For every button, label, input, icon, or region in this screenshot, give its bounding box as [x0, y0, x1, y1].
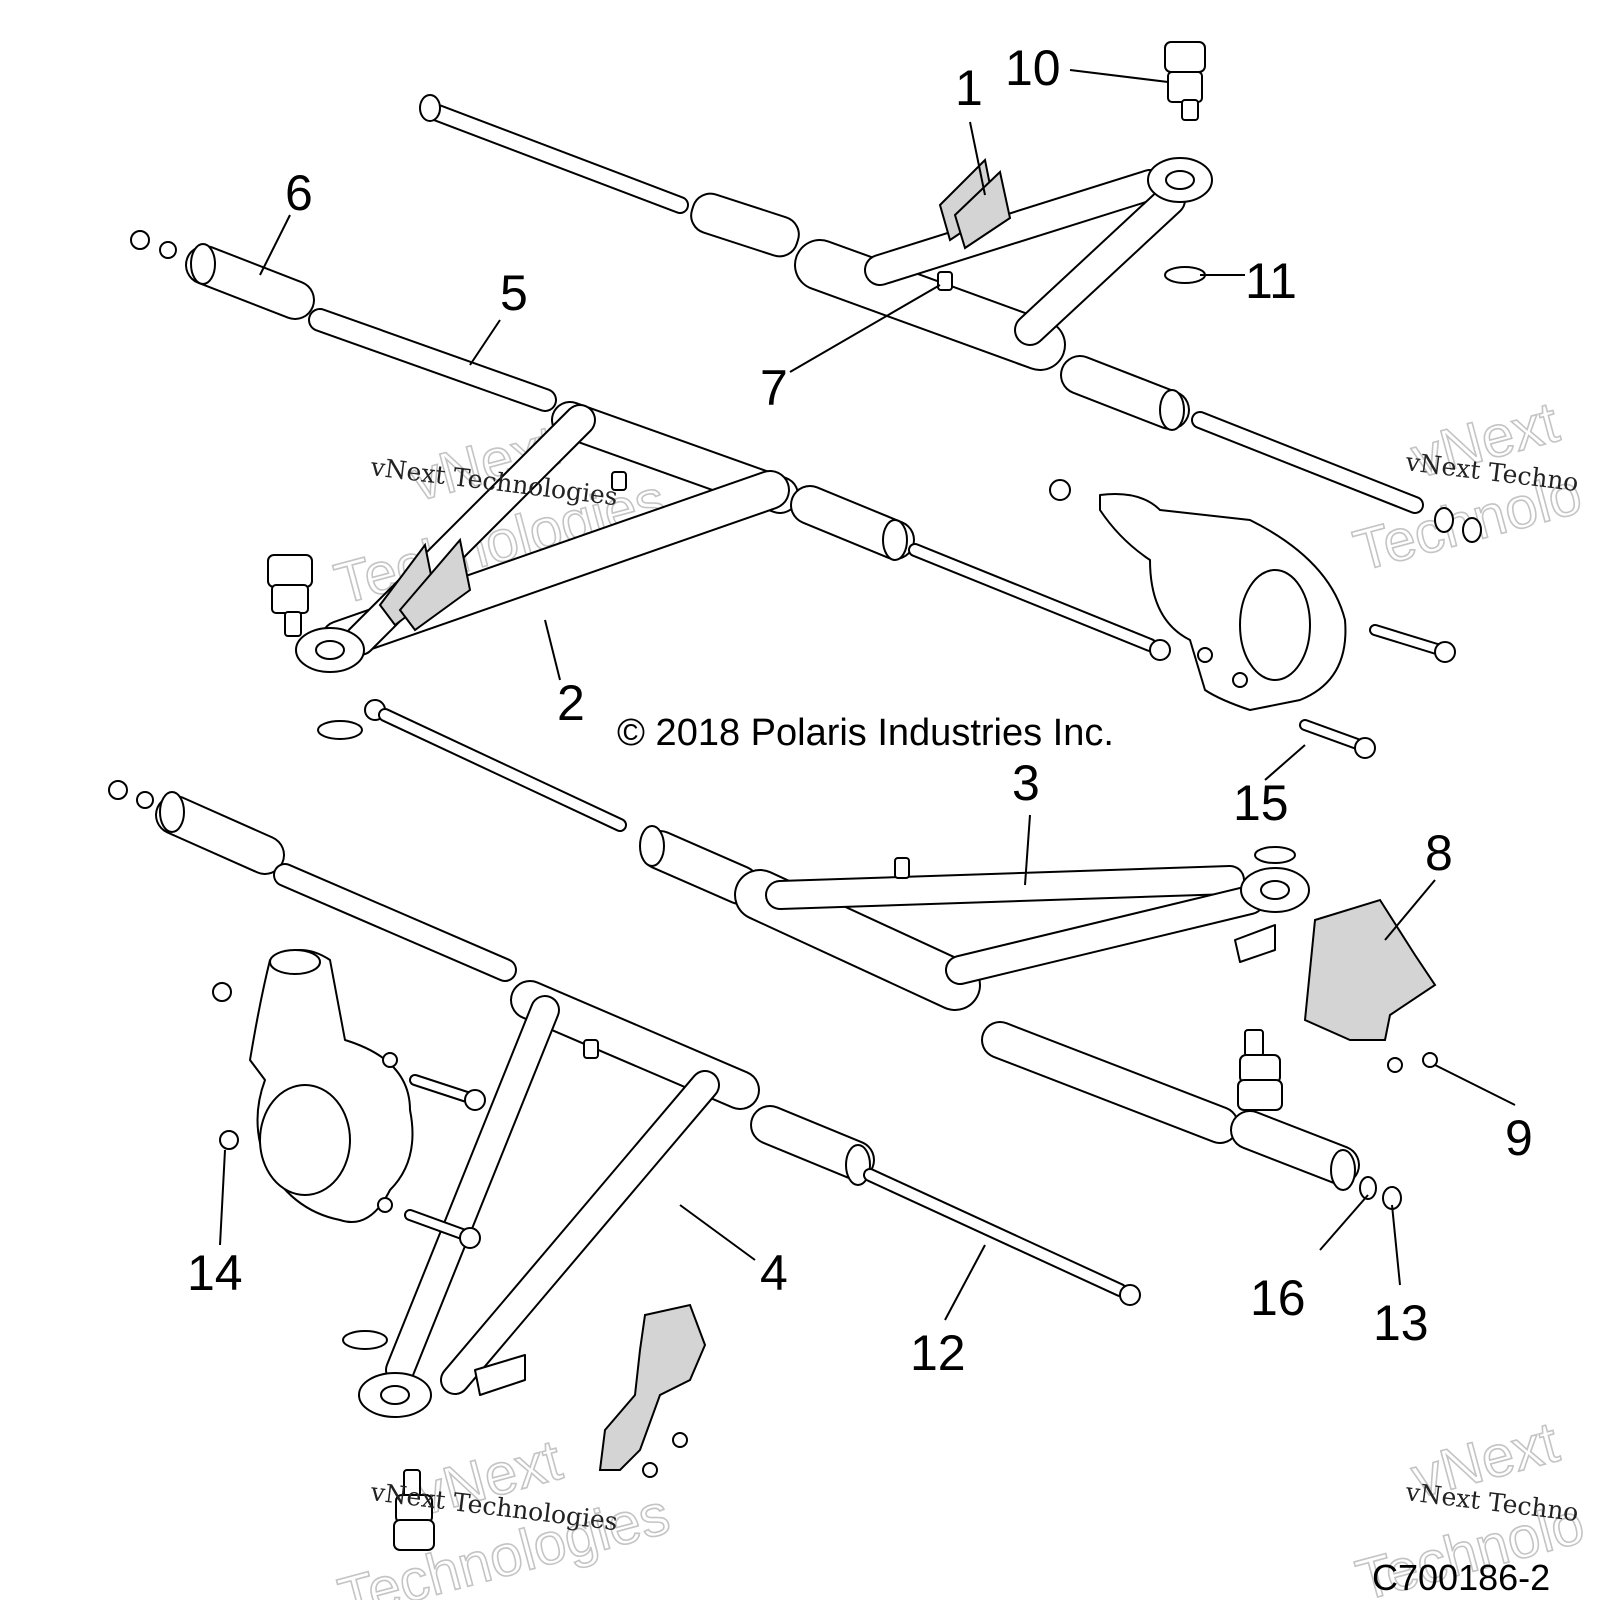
callout-1: 1 — [955, 60, 983, 116]
callout-16: 16 — [1250, 1270, 1306, 1326]
ball-joint-middle — [267, 554, 313, 637]
bolt-knuckle-left-a — [409, 1074, 486, 1111]
callout-11: 11 — [1245, 253, 1297, 309]
callout-2: 2 — [557, 675, 585, 731]
figure-id: C700186-2 — [1372, 1557, 1550, 1598]
callout-6: 6 — [285, 165, 313, 221]
callout-9: 9 — [1505, 1110, 1533, 1166]
skid-plate-left — [598, 1303, 707, 1478]
steering-knuckle-left — [249, 949, 414, 1223]
lower-a-arm-left — [108, 780, 1141, 1418]
callout-12: 12 — [910, 1325, 966, 1381]
callout-labels: 1 2 3 4 5 6 7 8 9 10 11 12 13 14 15 16 — [187, 40, 1533, 1381]
ball-joint-lower-left — [393, 1469, 435, 1551]
bolt-knuckle-right-b — [1299, 719, 1376, 759]
upper-a-arm-middle — [130, 230, 1171, 673]
callout-7: 7 — [760, 360, 788, 416]
copyright-notice: © 2018 Polaris Industries Inc. — [617, 712, 1114, 754]
bolt-knuckle-left-b — [404, 1209, 481, 1249]
snap-ring-top — [1164, 266, 1206, 284]
nut-knuckle-left-top — [212, 982, 232, 1002]
callout-13: 13 — [1373, 1295, 1429, 1351]
lower-a-arm-right — [364, 699, 1402, 1210]
callout-14: 14 — [187, 1245, 243, 1301]
callout-8: 8 — [1425, 825, 1453, 881]
leader-lines — [219, 69, 1516, 1321]
callout-15: 15 — [1233, 775, 1289, 831]
steering-knuckle-right — [1099, 493, 1347, 711]
nut-knuckle-left-bottom — [219, 1130, 239, 1150]
callout-5: 5 — [500, 265, 528, 321]
callout-3: 3 — [1012, 755, 1040, 811]
grease-fitting-middle — [611, 471, 627, 491]
bolt-knuckle-right-a — [1369, 624, 1456, 663]
callout-10: 10 — [1005, 40, 1061, 96]
snap-ring-bottom — [342, 1330, 388, 1350]
snap-ring-middle — [317, 720, 363, 740]
skid-plate-right — [1303, 898, 1438, 1073]
ball-joint-lower-right — [1237, 1029, 1283, 1111]
callout-4: 4 — [760, 1245, 788, 1301]
ball-joint-top — [1164, 41, 1206, 121]
grease-fitting-top — [937, 271, 953, 291]
upper-a-arm-top — [419, 94, 1482, 543]
